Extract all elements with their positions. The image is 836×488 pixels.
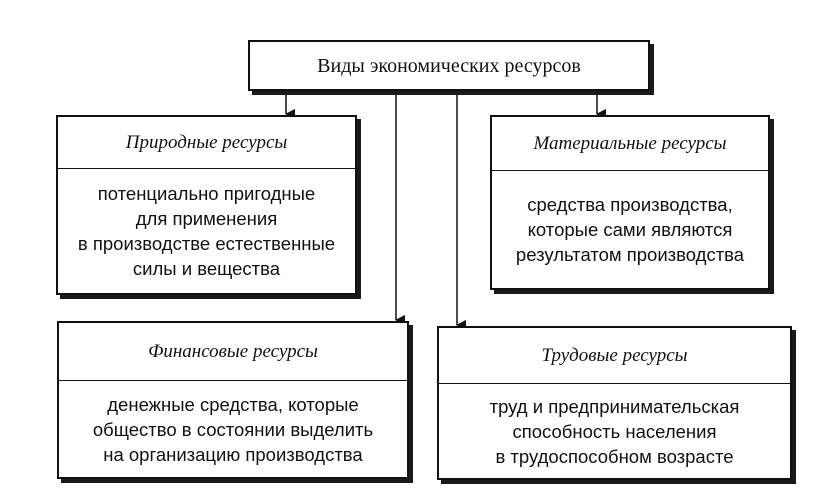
node-natural-title: Природные ресурсы <box>58 117 355 169</box>
description-line: которые сами являются <box>527 219 733 240</box>
description-line: потенциально пригодные <box>97 183 316 204</box>
description-line: общество в состоянии выделить <box>92 418 374 440</box>
description-line: способность населения <box>512 420 717 442</box>
root-box: Виды экономических ресурсов <box>248 40 650 91</box>
node-financial-description: денежные средства, которые общество в со… <box>59 381 407 477</box>
description-line: результатом производства <box>515 244 745 265</box>
node-natural-description: потенциально пригодные для применения в … <box>58 169 355 293</box>
node-labor-title: Трудовые ресурсы <box>439 328 790 384</box>
node-labor-description: труд и предпринимательская способность н… <box>439 384 790 478</box>
description-line: силы и вещества <box>132 258 281 279</box>
root-title: Виды экономических ресурсов <box>317 55 581 77</box>
description-line: денежные средства, которые <box>107 393 359 415</box>
description-line: средства производства, <box>527 194 733 215</box>
node-labor: Трудовые ресурсы труд и предпринимательс… <box>437 326 792 480</box>
description-line: на организацию производства <box>103 443 363 465</box>
description-line: в трудоспособном возрасте <box>495 445 734 467</box>
description-line: в производстве естественные <box>77 233 336 254</box>
node-material: Материальные ресурсы средства производст… <box>490 115 770 290</box>
arrow-to-natural <box>248 89 295 119</box>
description-line: труд и предпринимательская <box>489 395 740 417</box>
node-financial: Финансовые ресурсы денежные средства, ко… <box>57 321 409 479</box>
node-material-description: средства производства, которые сами явля… <box>492 171 768 288</box>
description-line: для применения <box>135 208 278 229</box>
node-material-title: Материальные ресурсы <box>492 117 768 171</box>
arrow-to-material <box>596 89 650 119</box>
node-natural: Природные ресурсы потенциально пригодные… <box>56 115 357 295</box>
node-financial-title: Финансовые ресурсы <box>59 323 407 381</box>
